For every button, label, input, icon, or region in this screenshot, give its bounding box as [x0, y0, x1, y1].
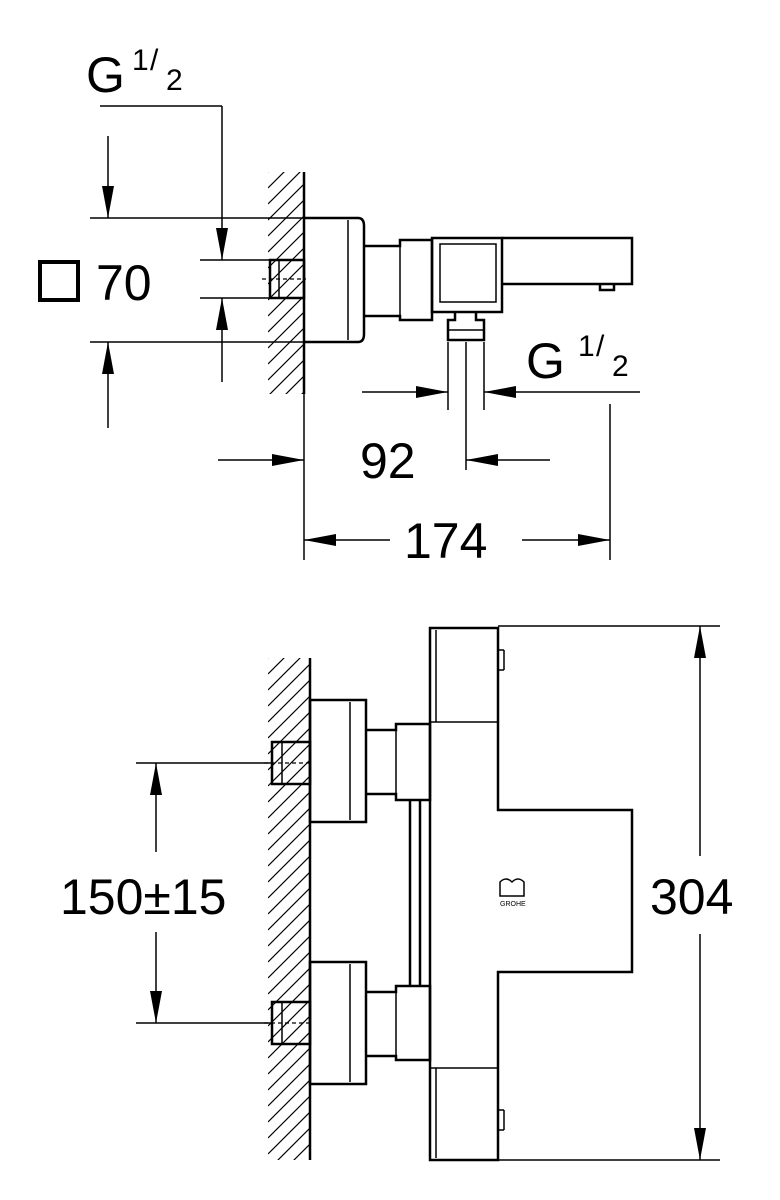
centre-distance-dimension: 150±15: [60, 762, 272, 1024]
hatch-line: [268, 855, 310, 899]
hatch-line: [268, 1095, 310, 1139]
hatch-line: [268, 775, 310, 819]
hatch-line: [277, 1127, 310, 1160]
hatch-line: [268, 999, 310, 1043]
hatch-line: [268, 247, 304, 285]
hatch-line: [268, 658, 269, 659]
hatch-line: [268, 1176, 310, 1200]
hatch-line: [269, 359, 304, 394]
hatch-line: [268, 951, 310, 995]
hatch-line: [268, 695, 310, 739]
hatch-line: [268, 839, 310, 883]
hatch-line: [268, 1079, 310, 1123]
overall-width-label: 304: [650, 869, 733, 925]
front-view: GROHE 150±15 304: [60, 625, 733, 1200]
hatch-line: [285, 375, 304, 394]
outlet-offset-label: 92: [360, 433, 416, 489]
hatch-line: [268, 215, 304, 253]
hatch-line: [268, 935, 310, 979]
thread-num-outlet: 1: [578, 330, 595, 363]
inlet-connector-top: [262, 258, 306, 300]
brand-logo-text: GROHE: [500, 901, 526, 908]
hatch-line: [268, 823, 310, 867]
rosette-top: [304, 216, 366, 344]
hatch-line: [268, 1063, 310, 1107]
hatch-line: [268, 1015, 310, 1059]
hatch-line: [268, 807, 310, 851]
wall-hatch-top: [268, 172, 306, 444]
hatch-line: [301, 391, 304, 394]
hatch-line: [268, 295, 304, 333]
thread-den-top: 2: [166, 64, 183, 97]
hatch-line: [268, 679, 310, 723]
hatch-line: [268, 172, 301, 205]
hatch-line: [309, 1159, 310, 1160]
rosette-size-label: 70: [96, 255, 152, 311]
valve-cube: [430, 236, 504, 314]
thread-label-outlet: G 1 / 2: [362, 330, 640, 410]
thread-slash-top: /: [150, 44, 159, 77]
hatch-line: [268, 408, 304, 444]
hatch-line: [268, 919, 310, 963]
hatch-line: [268, 1047, 310, 1091]
thread-label-top: G 1 / 2: [86, 44, 228, 382]
upper-inlet: [264, 698, 432, 824]
thread-den-outlet: 2: [612, 350, 629, 383]
hatch-line: [268, 1031, 310, 1075]
thread-num-top: 1: [132, 44, 149, 77]
hatch-line: [268, 172, 269, 173]
hatch-line: [268, 759, 310, 803]
mixer-body-side: [364, 238, 434, 322]
hatch-line: [268, 231, 304, 269]
hatch-line: [293, 1143, 310, 1160]
brand-logo: GROHE: [499, 878, 526, 908]
centre-distance-label: 150±15: [60, 869, 226, 925]
square-symbol: [38, 260, 80, 302]
hatch-line: [268, 983, 310, 1027]
projection-label: 174: [404, 513, 487, 569]
thread-letter-top: G: [86, 47, 125, 103]
lower-inlet: [264, 960, 432, 1086]
hatch-line: [268, 967, 310, 1011]
hatch-line: [268, 658, 301, 691]
hatch-line: [268, 903, 310, 947]
hatch-line: [268, 743, 310, 787]
hatch-line: [268, 711, 310, 755]
hatch-line: [268, 658, 285, 675]
hatch-line: [268, 263, 304, 301]
hatch-line: [268, 887, 310, 931]
hatch-line: [268, 183, 304, 221]
thread-letter-outlet: G: [526, 333, 565, 389]
shower-outlet: [446, 312, 486, 470]
spout: [502, 236, 634, 292]
hatch-line: [268, 1111, 310, 1155]
thermostat-body: [428, 626, 634, 1162]
hatch-line: [268, 663, 310, 707]
hatch-line: [268, 343, 304, 381]
overall-width-dimension: 304: [498, 625, 733, 1161]
thread-slash-outlet: /: [596, 330, 605, 363]
hatch-line: [268, 1192, 310, 1200]
projection-dimension: 174: [303, 394, 611, 569]
outlet-offset-dimension: 92: [218, 433, 550, 489]
side-view: G 1 / 2 70 G 1 / 2: [38, 44, 640, 569]
hatch-line: [268, 327, 304, 365]
hatch-line: [268, 727, 310, 771]
hatch-line: [268, 172, 285, 189]
wall-hatch-bottom: [268, 658, 312, 1200]
hatch-line: [268, 791, 310, 835]
connecting-pipe: [408, 800, 422, 986]
hatch-line: [268, 871, 310, 915]
rosette-dimension: 70: [38, 136, 304, 428]
